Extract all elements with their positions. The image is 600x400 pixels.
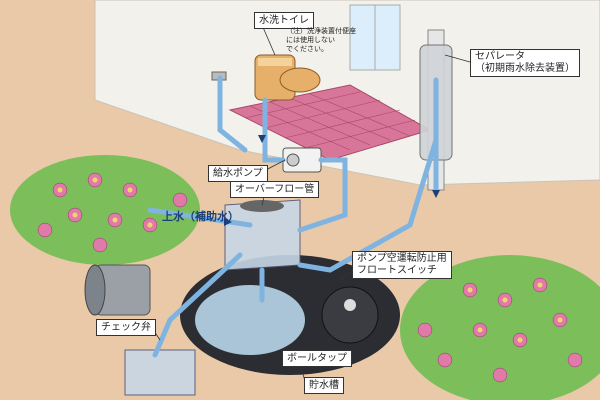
flush-toilet-label: 水洗トイレ [254,12,314,29]
separator-label: セパレータ （初期雨水除去装置） [470,49,580,77]
pipes [147,75,439,358]
float-switch-label: ポンプ空運転防止用 フロートスイッチ [352,251,452,279]
left-flower-bed [10,155,200,265]
flow-arrows [224,135,440,226]
storage-tank-label: 貯水槽 [304,377,344,394]
toilet-illustration [254,54,321,101]
check-valve-pit [124,349,196,396]
separator-label-line1: セパレータ [475,51,525,62]
ball-tap-label: ボールタップ [282,350,352,367]
water-pump-label: 給水ポンプ [208,165,268,182]
check-valve-illustration [84,264,151,316]
float-switch-label-line2: フロートスイッチ [357,265,437,276]
overflow-pipe-label: オーバーフロー管 [230,181,320,198]
tap-water-label: 上水（補助水） [162,210,239,223]
water-pump-illustration [282,147,322,173]
toilet-note: （注）洗浄装置付便座 には使用しない でください。 [286,27,356,53]
separator-label-line2: （初期雨水除去装置） [475,63,575,74]
float-switch-label-line1: ポンプ空運転防止用 [357,253,447,264]
pump-pit [224,199,301,271]
storage-tank-illustration [180,255,400,375]
check-valve-label: チェック弁 [96,319,156,336]
